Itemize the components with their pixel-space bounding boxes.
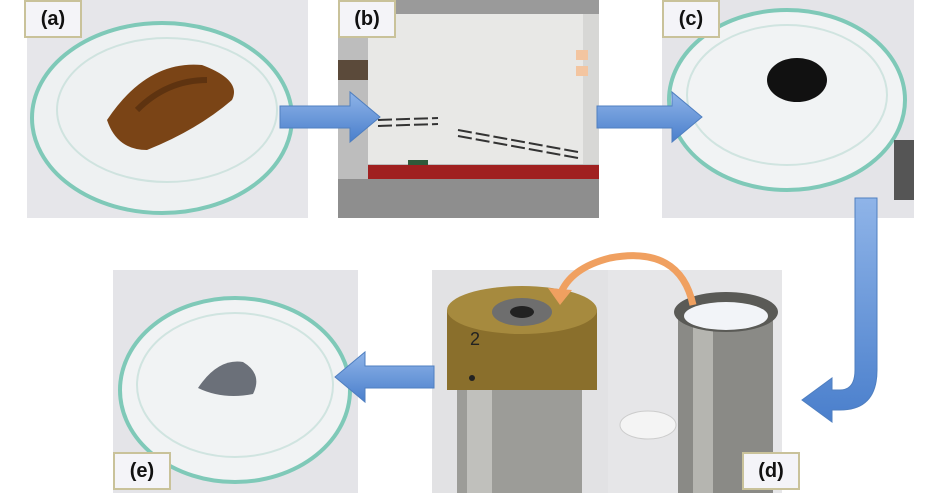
photo-c-black-powder bbox=[662, 0, 914, 218]
arrow-autoclave-to-e bbox=[334, 350, 435, 404]
arrow-b-to-c bbox=[596, 90, 703, 144]
arrow-a-to-b bbox=[279, 90, 381, 144]
photo-e-grey-powder bbox=[113, 270, 358, 493]
arrow-d-to-autoclave-orange bbox=[556, 252, 697, 306]
label-c: (c) bbox=[662, 0, 720, 38]
photo-d-autoclave-open bbox=[608, 270, 782, 493]
label-b: (b) bbox=[338, 0, 396, 38]
label-e: (e) bbox=[113, 452, 171, 490]
photo-b-furnace bbox=[338, 0, 599, 218]
label-d: (d) bbox=[742, 452, 800, 490]
label-a: (a) bbox=[24, 0, 82, 38]
arrow-c-to-d bbox=[801, 197, 878, 423]
lid-marking: 2 bbox=[470, 329, 480, 349]
